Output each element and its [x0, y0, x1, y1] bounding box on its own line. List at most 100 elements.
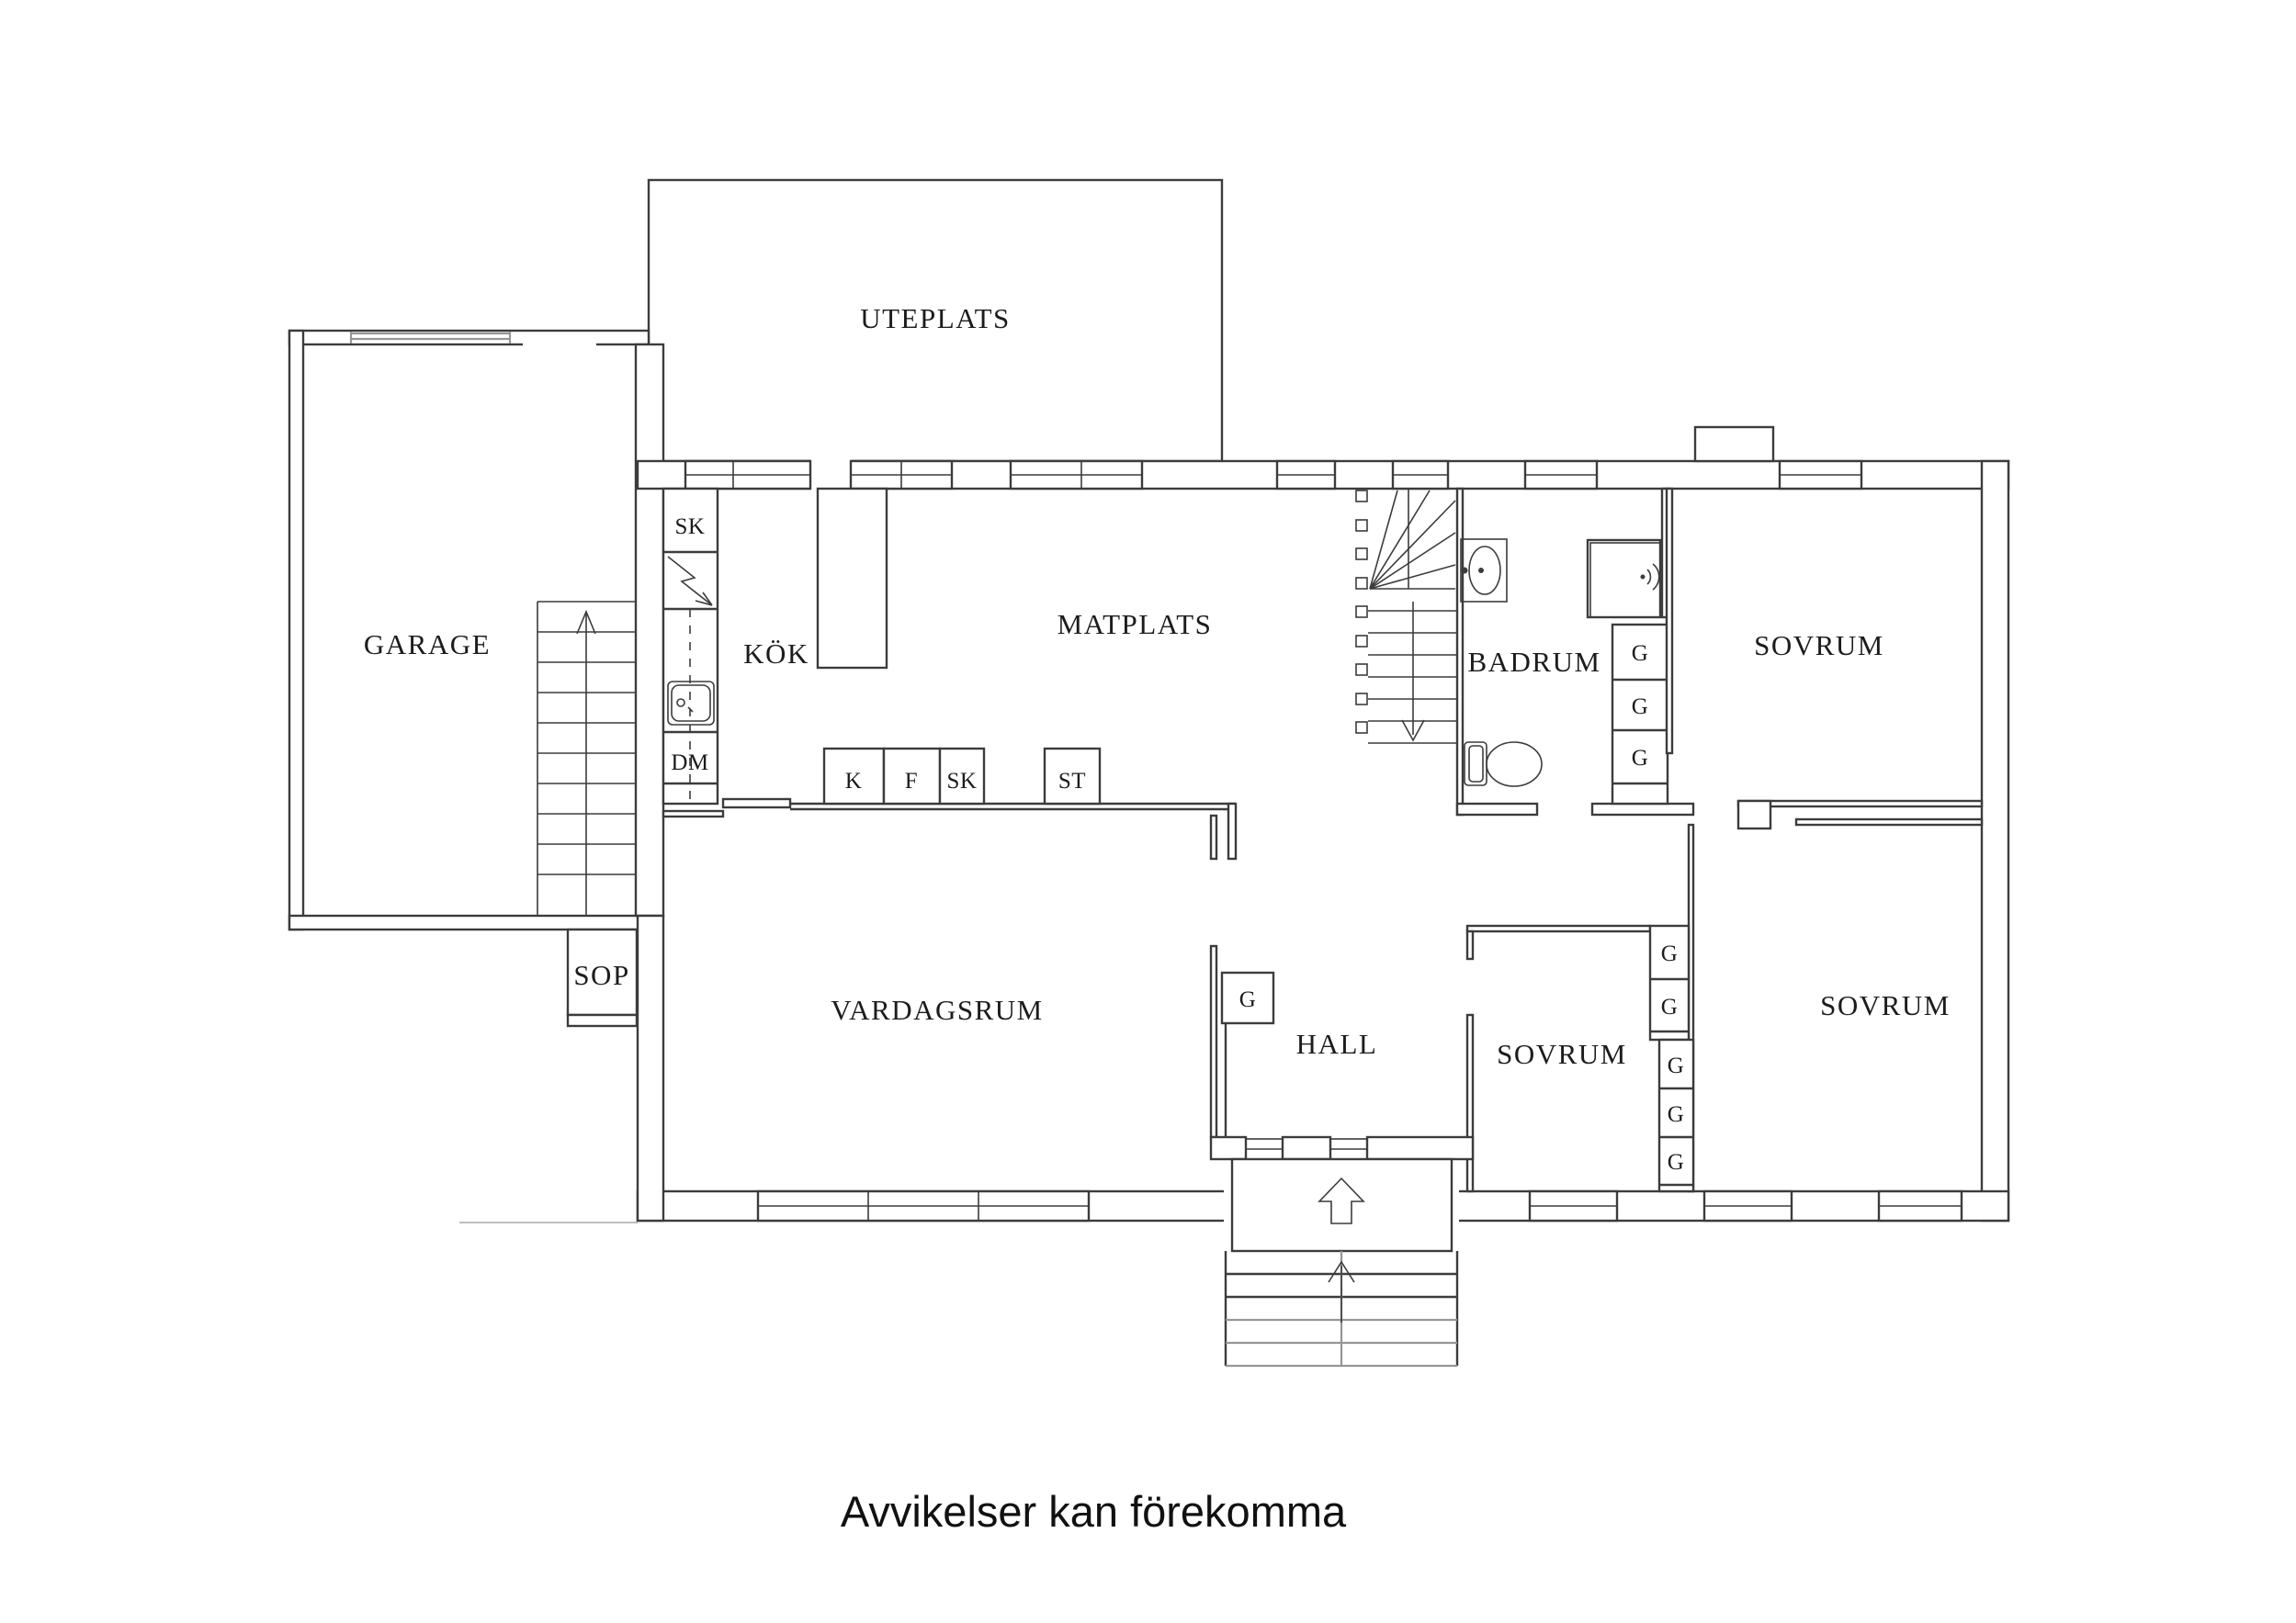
hall-wardrobe: G — [1220, 971, 1275, 1025]
fixture-label-f: F — [905, 769, 918, 794]
wardrobe-label: G — [1632, 746, 1649, 771]
cabinet-sk — [938, 747, 986, 806]
entry-arrow-icon — [1318, 1177, 1365, 1224]
kitchen-area: SK DM KÖK K F SK — [662, 487, 1238, 861]
house-wall-left — [636, 914, 665, 1223]
footer-note: Avvikelser kan förekomma — [841, 1487, 1347, 1536]
sovrum-bm-wall-north — [1465, 924, 1652, 933]
badrum-area: G G G BADRUM — [1455, 487, 1695, 817]
house-wall-right — [1980, 459, 2010, 1223]
wardrobe-label: G — [1661, 995, 1679, 1020]
room-label-badrum: BADRUM — [1467, 646, 1600, 678]
sovrum-tr-wall-stub — [1736, 799, 1772, 830]
stair-winder-treads — [1369, 489, 1456, 590]
room-label-matplats: MATPLATS — [1058, 608, 1213, 640]
garage-door-icon — [349, 332, 512, 344]
window — [849, 459, 954, 490]
bathroom-sink-icon — [1460, 538, 1508, 603]
garage-top-opening — [523, 341, 596, 348]
entry-door-frame — [1329, 1138, 1368, 1160]
window — [756, 1189, 1091, 1223]
hall-wall-south-c — [1365, 1135, 1475, 1161]
lightning-icon — [667, 556, 713, 606]
kitchen-livingroom-wall — [662, 809, 725, 818]
fixture-label-k: K — [845, 769, 863, 794]
garage-wall-left — [288, 329, 305, 931]
window — [1391, 459, 1450, 490]
wardrobe-label: G — [1661, 941, 1679, 966]
cabinet-f — [882, 747, 942, 806]
shower-icon — [1586, 538, 1662, 619]
room-label-hall: HALL — [1296, 1028, 1378, 1060]
room-label-sop: SOP — [573, 959, 629, 991]
window — [1778, 459, 1863, 490]
wardrobe-label: G — [1668, 1102, 1685, 1127]
room-label-sovrum-bottom-middle: SOVRUM — [1497, 1038, 1627, 1070]
window — [1009, 459, 1144, 490]
exterior-stairs-up-arrow-icon — [1328, 1260, 1355, 1323]
cabinet-st — [1043, 747, 1102, 806]
badrum-wall-bottom-left — [1455, 802, 1539, 817]
uteplats-door-opening — [810, 459, 851, 490]
garage-wall-right — [634, 343, 665, 918]
sovrum-tr-wall-west — [1665, 487, 1674, 755]
hall-area: G HALL — [1209, 814, 1475, 1368]
room-label-sovrum-bottom-right: SOVRUM — [1820, 989, 1951, 1021]
counter-end-hook — [1227, 802, 1238, 861]
top-wall-windows — [684, 459, 1863, 490]
hall-wall-west-b — [1209, 944, 1218, 1139]
bedrooms-area: SOVRUM SOVRUM SOVRUM G G G G G — [1465, 487, 1984, 1193]
entrance-platform — [1230, 1157, 1453, 1253]
hall-wall-south-a — [1209, 1135, 1248, 1161]
kitchen-island — [816, 487, 888, 670]
sovrum-bm-wall-west-b — [1465, 1013, 1475, 1193]
room-label-uteplats: UTEPLATS — [860, 302, 1011, 334]
kitchen-lower-cabinets: K F SK ST — [662, 747, 1238, 861]
fixture-label-sk-top: SK — [675, 514, 706, 539]
wardrobe-label: G — [1632, 641, 1649, 666]
bedroom-wardrobes-lower: G G G — [1657, 1038, 1695, 1193]
bedroom-wardrobes-upper: G G — [1648, 924, 1691, 1042]
window — [1528, 1189, 1619, 1223]
window — [1877, 1189, 1963, 1223]
badrum-wall-bottom-right — [1590, 802, 1695, 817]
fixture-label-sk-row: SK — [947, 769, 978, 794]
entry-door-frame — [1245, 1138, 1284, 1160]
uteplats-area: UTEPLATS — [647, 178, 1224, 463]
kitchen-door-leaf — [721, 797, 792, 809]
sovrum-bm-wall-west-a — [1465, 930, 1475, 961]
kitchen-sink-icon — [667, 681, 715, 726]
window — [1275, 459, 1337, 490]
wardrobe-label: G — [1239, 987, 1257, 1012]
room-label-kok: KÖK — [743, 637, 809, 670]
room-label-garage: GARAGE — [364, 628, 491, 660]
fixture-label-st: ST — [1058, 769, 1086, 794]
window — [1702, 1189, 1793, 1223]
sovrum-tr-wall-south — [1736, 799, 1984, 808]
garage-area: GARAGE SOP — [288, 329, 665, 1223]
cabinet-k — [822, 747, 886, 806]
room-label-sovrum-top-right: SOVRUM — [1754, 629, 1884, 661]
toilet-icon — [1464, 741, 1543, 787]
chimney-bump — [1693, 425, 1775, 463]
garage-wall-bottom — [288, 914, 650, 931]
sop-strip — [566, 1013, 639, 1028]
badrum-wall-left — [1455, 487, 1465, 817]
interior-stairs — [1355, 489, 1457, 744]
hall-wall-south-b — [1281, 1135, 1332, 1161]
garage-stairs — [537, 601, 636, 916]
exterior-stairs — [1224, 1251, 1459, 1368]
fixture-label-dm: DM — [671, 750, 708, 775]
garage-stairs-up-arrow-icon — [576, 609, 596, 635]
badrum-wardrobes: G G G — [1611, 623, 1669, 806]
wardrobe-label: G — [1632, 694, 1649, 719]
room-label-vardagsrum: VARDAGSRUM — [831, 994, 1044, 1026]
wardrobe-label: G — [1668, 1150, 1685, 1175]
hall-wall-west-a — [1209, 814, 1218, 861]
window — [1523, 459, 1599, 490]
stair-balusters — [1355, 490, 1368, 734]
wardrobe-label: G — [1668, 1054, 1685, 1078]
sovrum-br-wall-north — [1794, 817, 1984, 827]
